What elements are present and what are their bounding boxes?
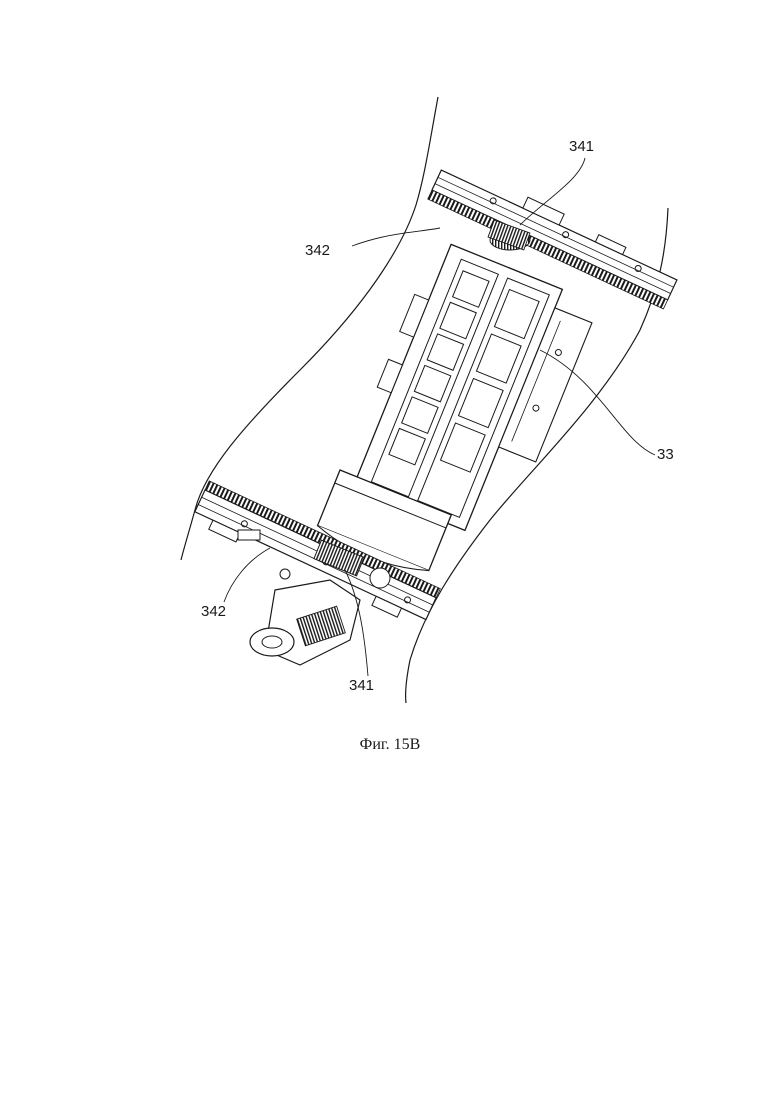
reference-label-342-bottom: 342: [201, 604, 226, 619]
reference-label-342-top: 342: [305, 243, 330, 258]
reference-label-341-top: 341: [569, 139, 594, 154]
leader-342-top: [352, 228, 440, 246]
figure-caption: Фиг. 15В: [0, 736, 780, 754]
reference-label-33: 33: [657, 447, 674, 462]
leader-342-bottom: [224, 548, 270, 602]
reference-label-341-bottom: 341: [349, 678, 374, 693]
